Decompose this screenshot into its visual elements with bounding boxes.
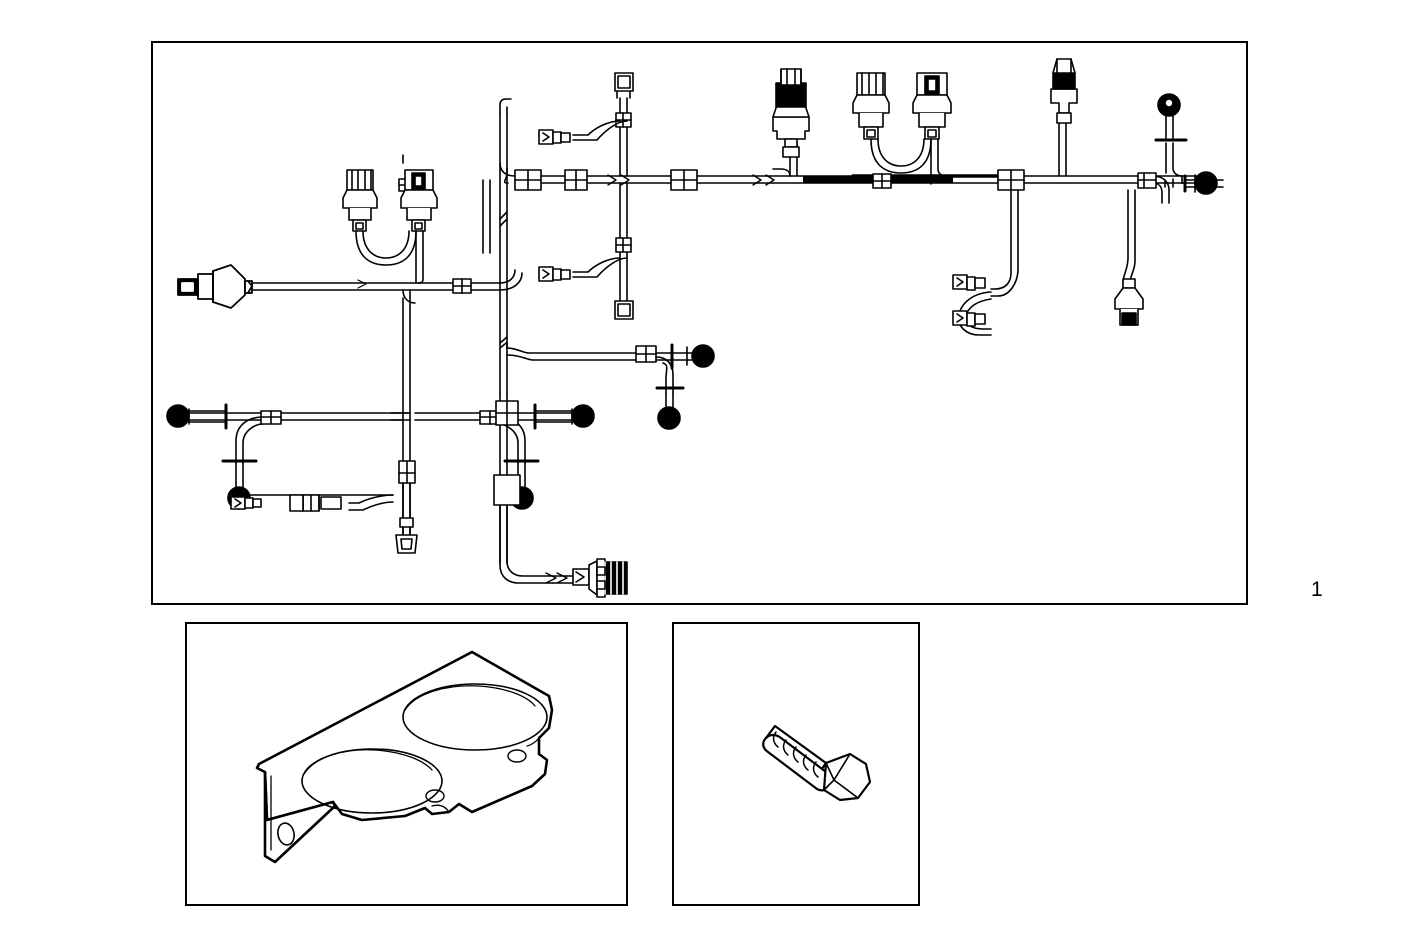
panel-hex-bolt: 3: [672, 622, 920, 906]
mounting-bracket-drawing: [255, 650, 554, 864]
panel-wiring-harness: 1: [151, 41, 1323, 605]
panel-mounting-bracket: 2: [185, 622, 628, 906]
panel-label-1: 1: [1311, 578, 1323, 601]
wiring-harness-drawing: [166, 58, 1224, 598]
hex-bolt-drawing: [762, 724, 872, 802]
